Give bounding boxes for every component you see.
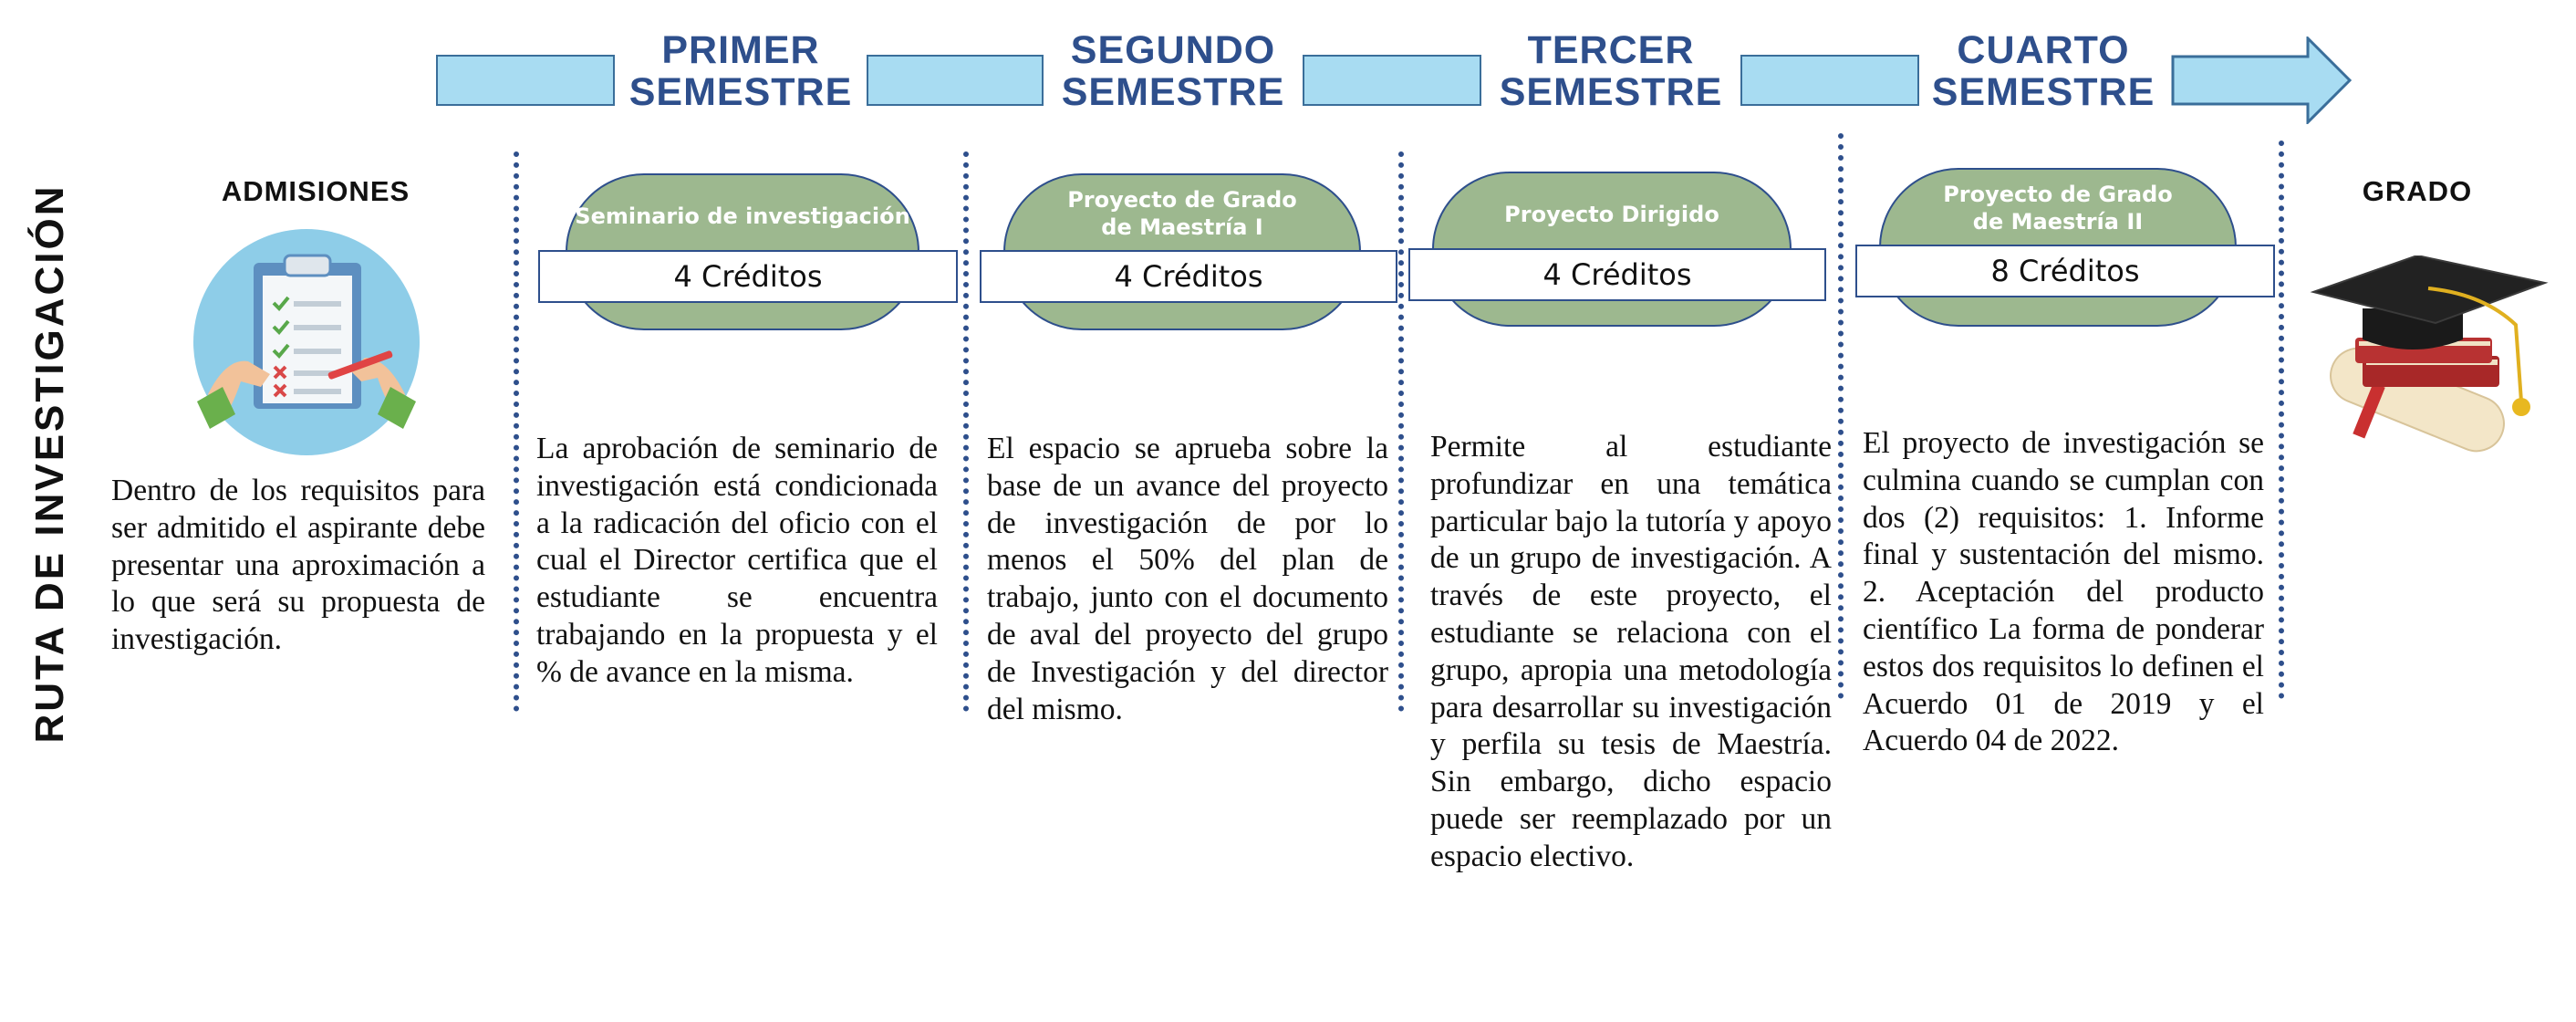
graduation-cap-icon xyxy=(2310,256,2549,453)
separator-5 xyxy=(2279,141,2284,699)
course-3-name: Proyecto Dirigido xyxy=(1504,202,1719,227)
timeline-arrow-segment-2 xyxy=(867,55,1044,106)
semester-3-line1: TERCER xyxy=(1527,28,1695,72)
separator-1 xyxy=(514,151,519,712)
semester-1-line2: SEMESTRE xyxy=(628,70,853,114)
page-title: RUTA DE INVESTIGACIÓN xyxy=(27,183,72,744)
semester-label-3: TERCER SEMESTRE xyxy=(1489,29,1733,113)
timeline-arrow-segment-3 xyxy=(1303,55,1481,106)
timeline-arrow-head-icon xyxy=(2171,36,2353,124)
course-2-credits: 4 Créditos xyxy=(980,250,1397,303)
semester-4-line1: CUARTO xyxy=(1957,28,2130,72)
semester-3-line2: SEMESTRE xyxy=(1499,70,1723,114)
course-4-description: El proyecto de investigación se culmina … xyxy=(1863,426,2264,758)
graduation-heading: GRADO xyxy=(2362,175,2473,207)
course-4-credits: 8 Créditos xyxy=(1855,245,2275,297)
course-1-credits: 4 Créditos xyxy=(538,250,958,303)
separator-4 xyxy=(1838,133,1844,699)
semester-4-line2: SEMESTRE xyxy=(1931,70,2155,114)
course-2-description: El espacio se aprueba sobre la base de u… xyxy=(987,432,1388,726)
semester-label-1: PRIMER SEMESTRE xyxy=(620,29,861,113)
course-1-description: La aprobación de seminario de investigac… xyxy=(536,432,938,689)
admissions-description: Dentro de los requisitos para ser admiti… xyxy=(111,474,485,657)
clipboard-checklist-icon xyxy=(193,229,420,455)
course-2-name: Proyecto de Grado de Maestría I xyxy=(1067,187,1297,240)
semester-label-2: SEGUNDO SEMESTRE xyxy=(1049,29,1297,113)
course-4-name: Proyecto de Grado de Maestría II xyxy=(1943,182,2173,235)
separator-3 xyxy=(1398,151,1404,712)
semester-label-4: CUARTO SEMESTRE xyxy=(1923,29,2164,113)
page-title-vertical: RUTA DE INVESTIGACIÓN xyxy=(0,0,100,1022)
course-3-description: Permite al estudiante profundizar en una… xyxy=(1430,430,1832,873)
semester-2-line1: SEGUNDO xyxy=(1070,28,1276,72)
course-1-name: Seminario de investigación xyxy=(575,203,910,229)
semester-1-line1: PRIMER xyxy=(661,28,820,72)
admissions-heading: ADMISIONES xyxy=(221,175,410,207)
course-3-credits: 4 Créditos xyxy=(1408,248,1826,301)
timeline-arrow-segment-4 xyxy=(1740,55,1919,106)
separator-2 xyxy=(963,151,969,712)
timeline-arrow-segment-1 xyxy=(436,55,615,106)
semester-2-line2: SEMESTRE xyxy=(1061,70,1285,114)
